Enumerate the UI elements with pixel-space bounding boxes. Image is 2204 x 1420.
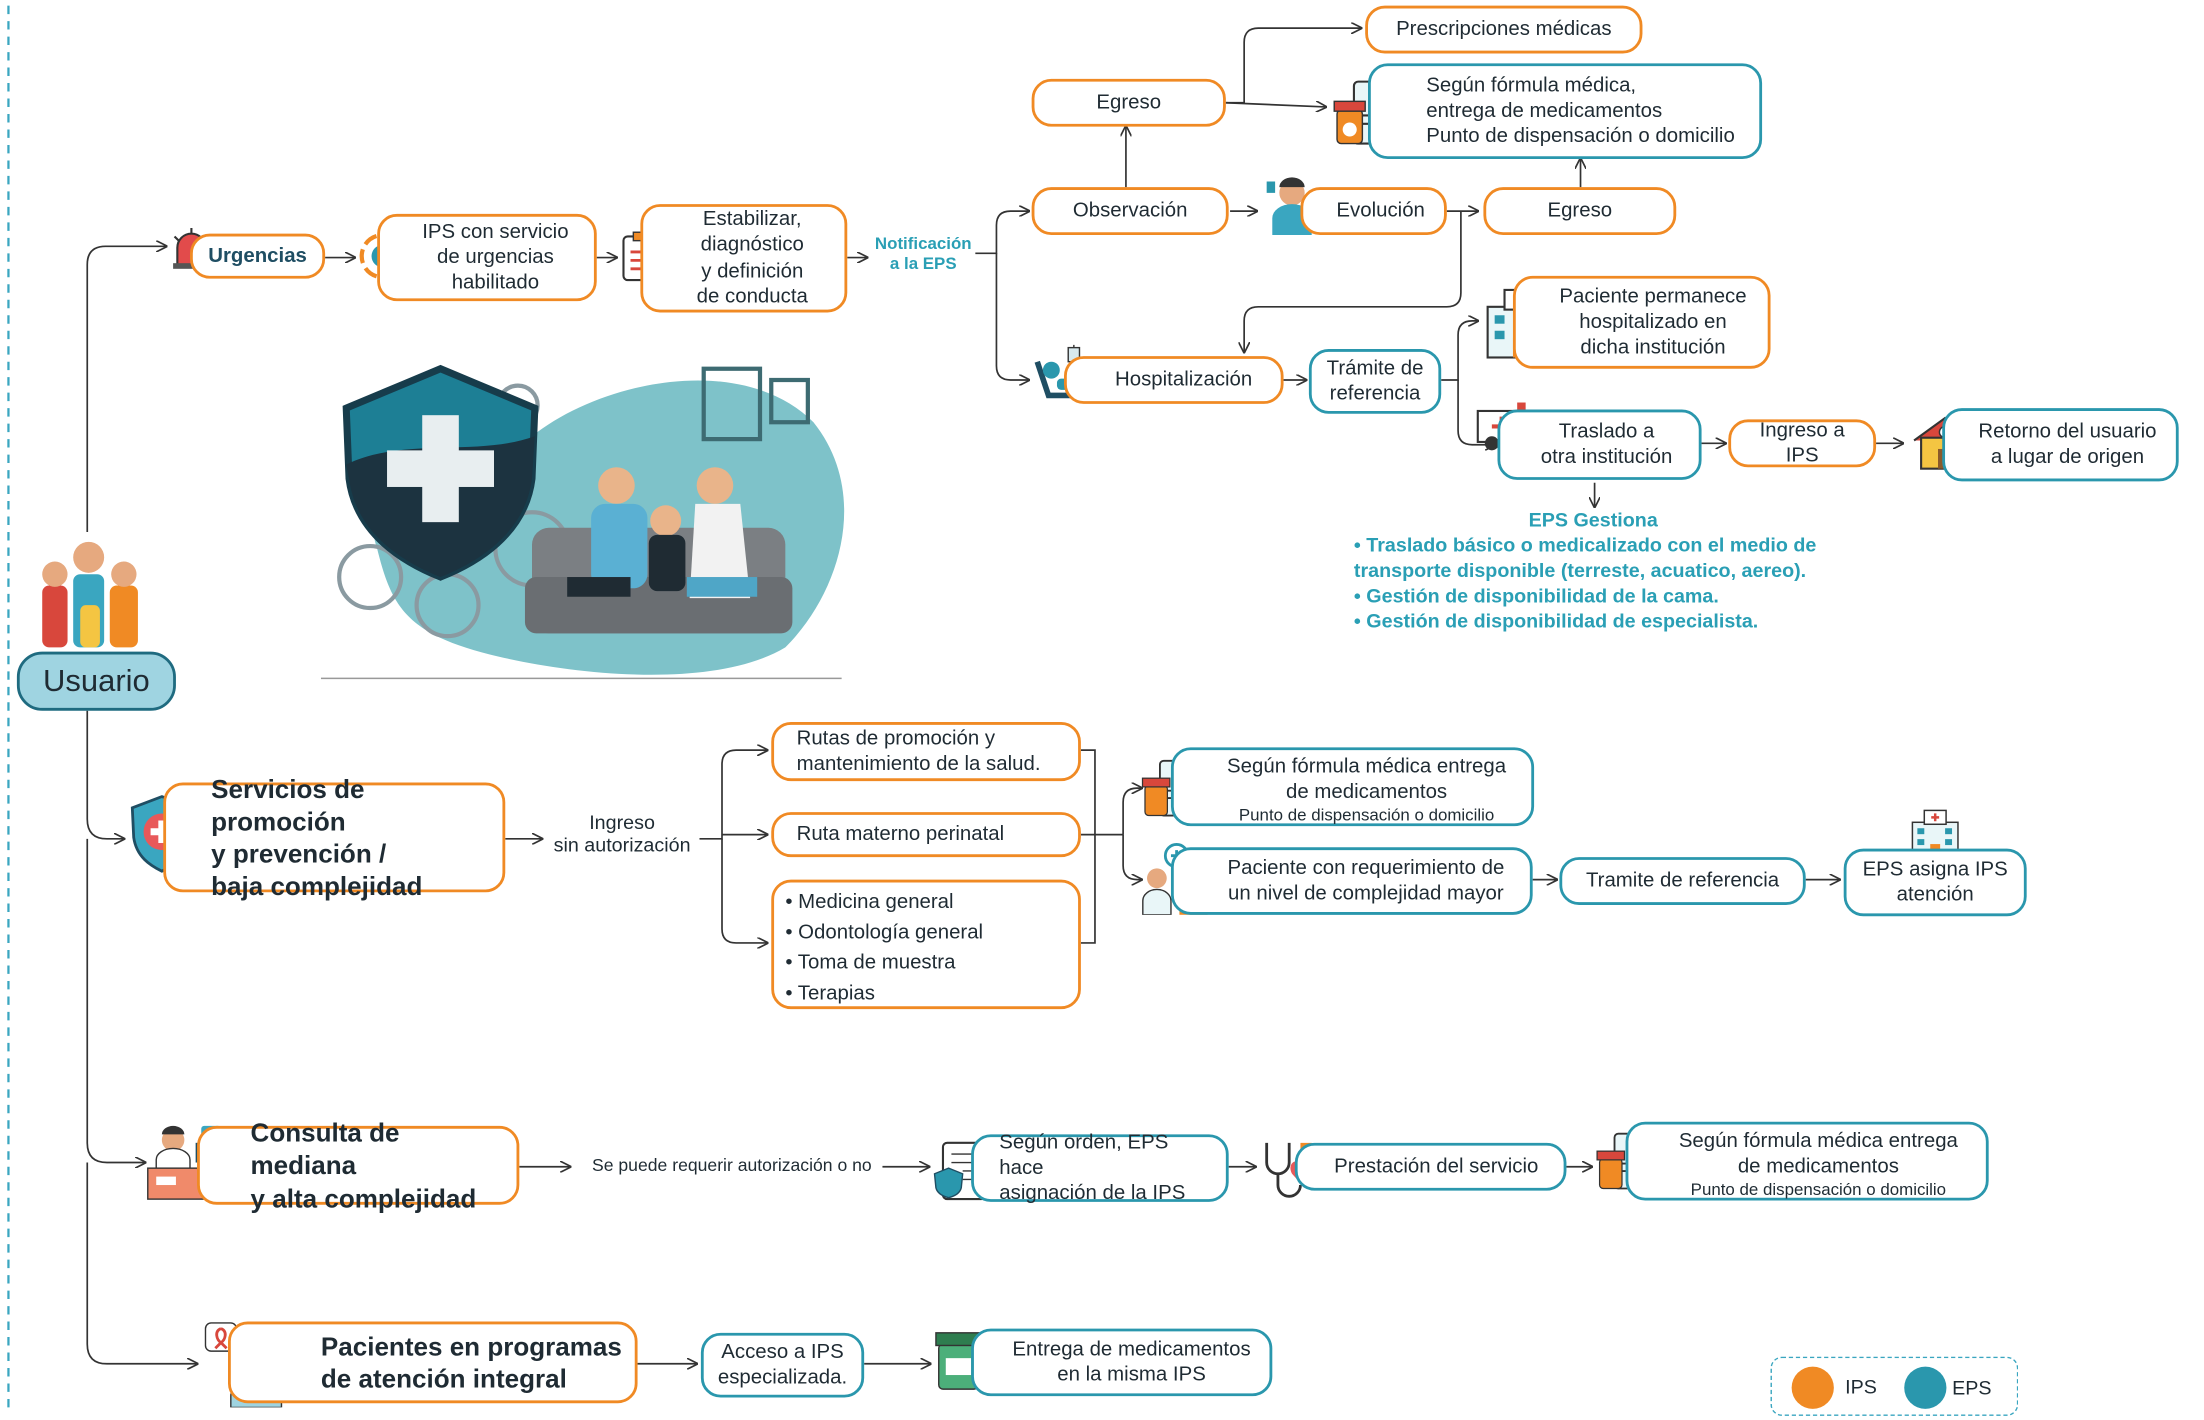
paciente-requerimiento-label: Paciente con requerimiento de un nivel d… [1227,856,1505,905]
acceso-ips-label: Acceso a IPS especializada. [717,1341,848,1390]
legend: IPS EPS [1770,1356,2019,1416]
usuario-label: Usuario [43,663,150,699]
servicio-item: • Toma de muestra [785,951,956,974]
programas-label: Pacientes en programas de atención integ… [320,1331,622,1394]
entrega-misma-ips-label: Entrega de medicamentos en la misma IPS [1012,1338,1251,1387]
observacion-label: Observación [1072,199,1188,223]
materno-perinatal-label: Ruta materno perinatal [796,823,1005,846]
retorno-label: Retorno del usuario a lugar de origen [1978,420,2157,469]
eps-asigna-node[interactable]: EPS asigna IPS atención [1843,848,2027,917]
legend-ips-label: IPS [1845,1375,1877,1398]
eps-gestiona-item: • Traslado básico o medicalizado con el … [1353,533,1817,556]
formula-consulta-node[interactable]: Según fórmula médica entrega de medicame… [1625,1121,1989,1201]
autorizacion-label: Se puede requerir autorización o no [591,1155,872,1176]
egreso-top-node[interactable]: Egreso [1031,78,1226,127]
eps-gestiona-title: EPS Gestiona [1528,508,1658,531]
servicio-item: • Odontología general [785,921,984,944]
evolucion-label: Evolución [1336,199,1425,223]
permanece-label: Paciente permanece hospitalizado en dich… [1559,285,1747,359]
eps-gestiona-item: • Gestión de disponibilidad de especiali… [1353,609,1759,632]
promocion-label: Servicios de promoción y prevención / ba… [211,773,423,901]
tramite-promocion-label: Tramite de referencia [1585,869,1780,893]
tramite-referencia-node[interactable]: Trámite de referencia [1308,349,1442,414]
estabilizar-label: Estabilizar, diagnóstico y definición de… [696,208,808,308]
formula-consulta-sub: Punto de dispensación o domicilio [1690,1179,1947,1200]
ips-urgencias-label: IPS con servicio de urgencias habilitado [422,220,569,295]
eps-gestiona-item: transporte disponible (terreste, acuatic… [1353,558,1807,582]
observacion-node[interactable]: Observación [1031,187,1229,236]
retorno-node[interactable]: Retorno del usuario a lugar de origen [1942,408,2179,482]
formula-promocion-label: Según fórmula médica entrega de medicame… [1227,755,1507,804]
formula-promocion-node[interactable]: Según fórmula médica entrega de medicame… [1170,747,1535,827]
estabilizar-node[interactable]: Estabilizar, diagnóstico y definición de… [640,204,848,313]
tramite-referencia-label: Trámite de referencia [1326,357,1424,406]
consulta-node[interactable]: Consulta de mediana y alta complejidad [197,1118,520,1213]
ingreso-sin-autorizacion-label: Ingreso sin autorización [553,810,691,856]
eps-gestiona-block: EPS Gestiona • Traslado básico o medical… [1354,507,1861,634]
traslado-label: Traslado a otra institución [1540,420,1673,469]
promocion-node[interactable]: Servicios de promoción y prevención / ba… [163,774,506,901]
servicios-lista-node[interactable]: • Medicina general • Odontología general… [771,879,1081,1010]
egreso-top-label: Egreso [1096,91,1162,114]
legend-eps-dot [1904,1366,1947,1409]
hospitalizacion-node[interactable]: Hospitalización [1064,356,1284,404]
rutas-promocion-node[interactable]: Rutas de promoción y mantenimiento de la… [771,722,1081,782]
consulta-label: Consulta de mediana y alta complejidad [250,1117,477,1213]
servicio-item: • Terapias [785,981,875,1005]
legend-eps-label: EPS [1952,1376,1992,1399]
entrega-misma-ips-node[interactable]: Entrega de medicamentos en la misma IPS [971,1328,1273,1397]
prescripciones-node[interactable]: Prescripciones médicas [1365,5,1643,54]
ingreso-ips-label: Ingreso a IPS [1759,419,1845,468]
family-healthcare-illustration [320,364,845,680]
traslado-node[interactable]: Traslado a otra institución [1497,409,1702,480]
tramite-promocion-node[interactable]: Tramite de referencia [1559,857,1806,905]
permanece-node[interactable]: Paciente permanece hospitalizado en dich… [1512,275,1771,369]
programas-node[interactable]: Pacientes en programas de atención integ… [228,1321,638,1404]
legend-ips-dot [1791,1366,1834,1409]
orden-node[interactable]: Según orden, EPS hace asignación de la I… [971,1131,1229,1205]
formula-top-node[interactable]: Según fórmula médica, entrega de medicam… [1368,63,1763,160]
paciente-requerimiento-node[interactable]: Paciente con requerimiento de un nivel d… [1170,847,1533,915]
prescripciones-label: Prescripciones médicas [1396,18,1612,41]
egreso-right-node[interactable]: Egreso [1483,187,1677,236]
hospitalizacion-label: Hospitalización [1114,368,1253,392]
evolucion-node[interactable]: Evolución [1300,187,1447,236]
egreso-right-label: Egreso [1547,199,1613,223]
prestacion-node[interactable]: Prestación del servicio [1294,1142,1567,1191]
formula-consulta-label: Según fórmula médica entrega de medicame… [1678,1130,1958,1179]
prestacion-label: Prestación del servicio [1334,1155,1539,1178]
notificacion-eps-label: Notificación a la EPS [874,233,972,274]
ingreso-ips-node[interactable]: Ingreso a IPS [1728,419,1877,468]
usuario-node[interactable]: Usuario [16,651,176,711]
urgencias-label: Urgencias [208,244,307,268]
orden-label: Según orden, EPS hace asignación de la I… [999,1131,1186,1205]
acceso-ips-node[interactable]: Acceso a IPS especializada. [700,1332,865,1398]
eps-asigna-label: EPS asigna IPS atención [1862,858,2008,907]
family-icon [42,541,138,648]
eps-gestiona-item: • Gestión de disponibilidad de la cama. [1353,584,1719,607]
rutas-promocion-label: Rutas de promoción y mantenimiento de la… [796,727,1041,776]
urgencias-node[interactable]: Urgencias [190,233,326,279]
materno-perinatal-node[interactable]: Ruta materno perinatal [771,812,1081,858]
formula-promocion-sub: Punto de dispensación o domicilio [1238,805,1495,826]
formula-top-label: Según fórmula médica, entrega de medicam… [1426,74,1735,148]
ips-urgencias-node[interactable]: IPS con servicio de urgencias habilitado [377,213,597,302]
servicio-item: • Medicina general [785,890,954,914]
